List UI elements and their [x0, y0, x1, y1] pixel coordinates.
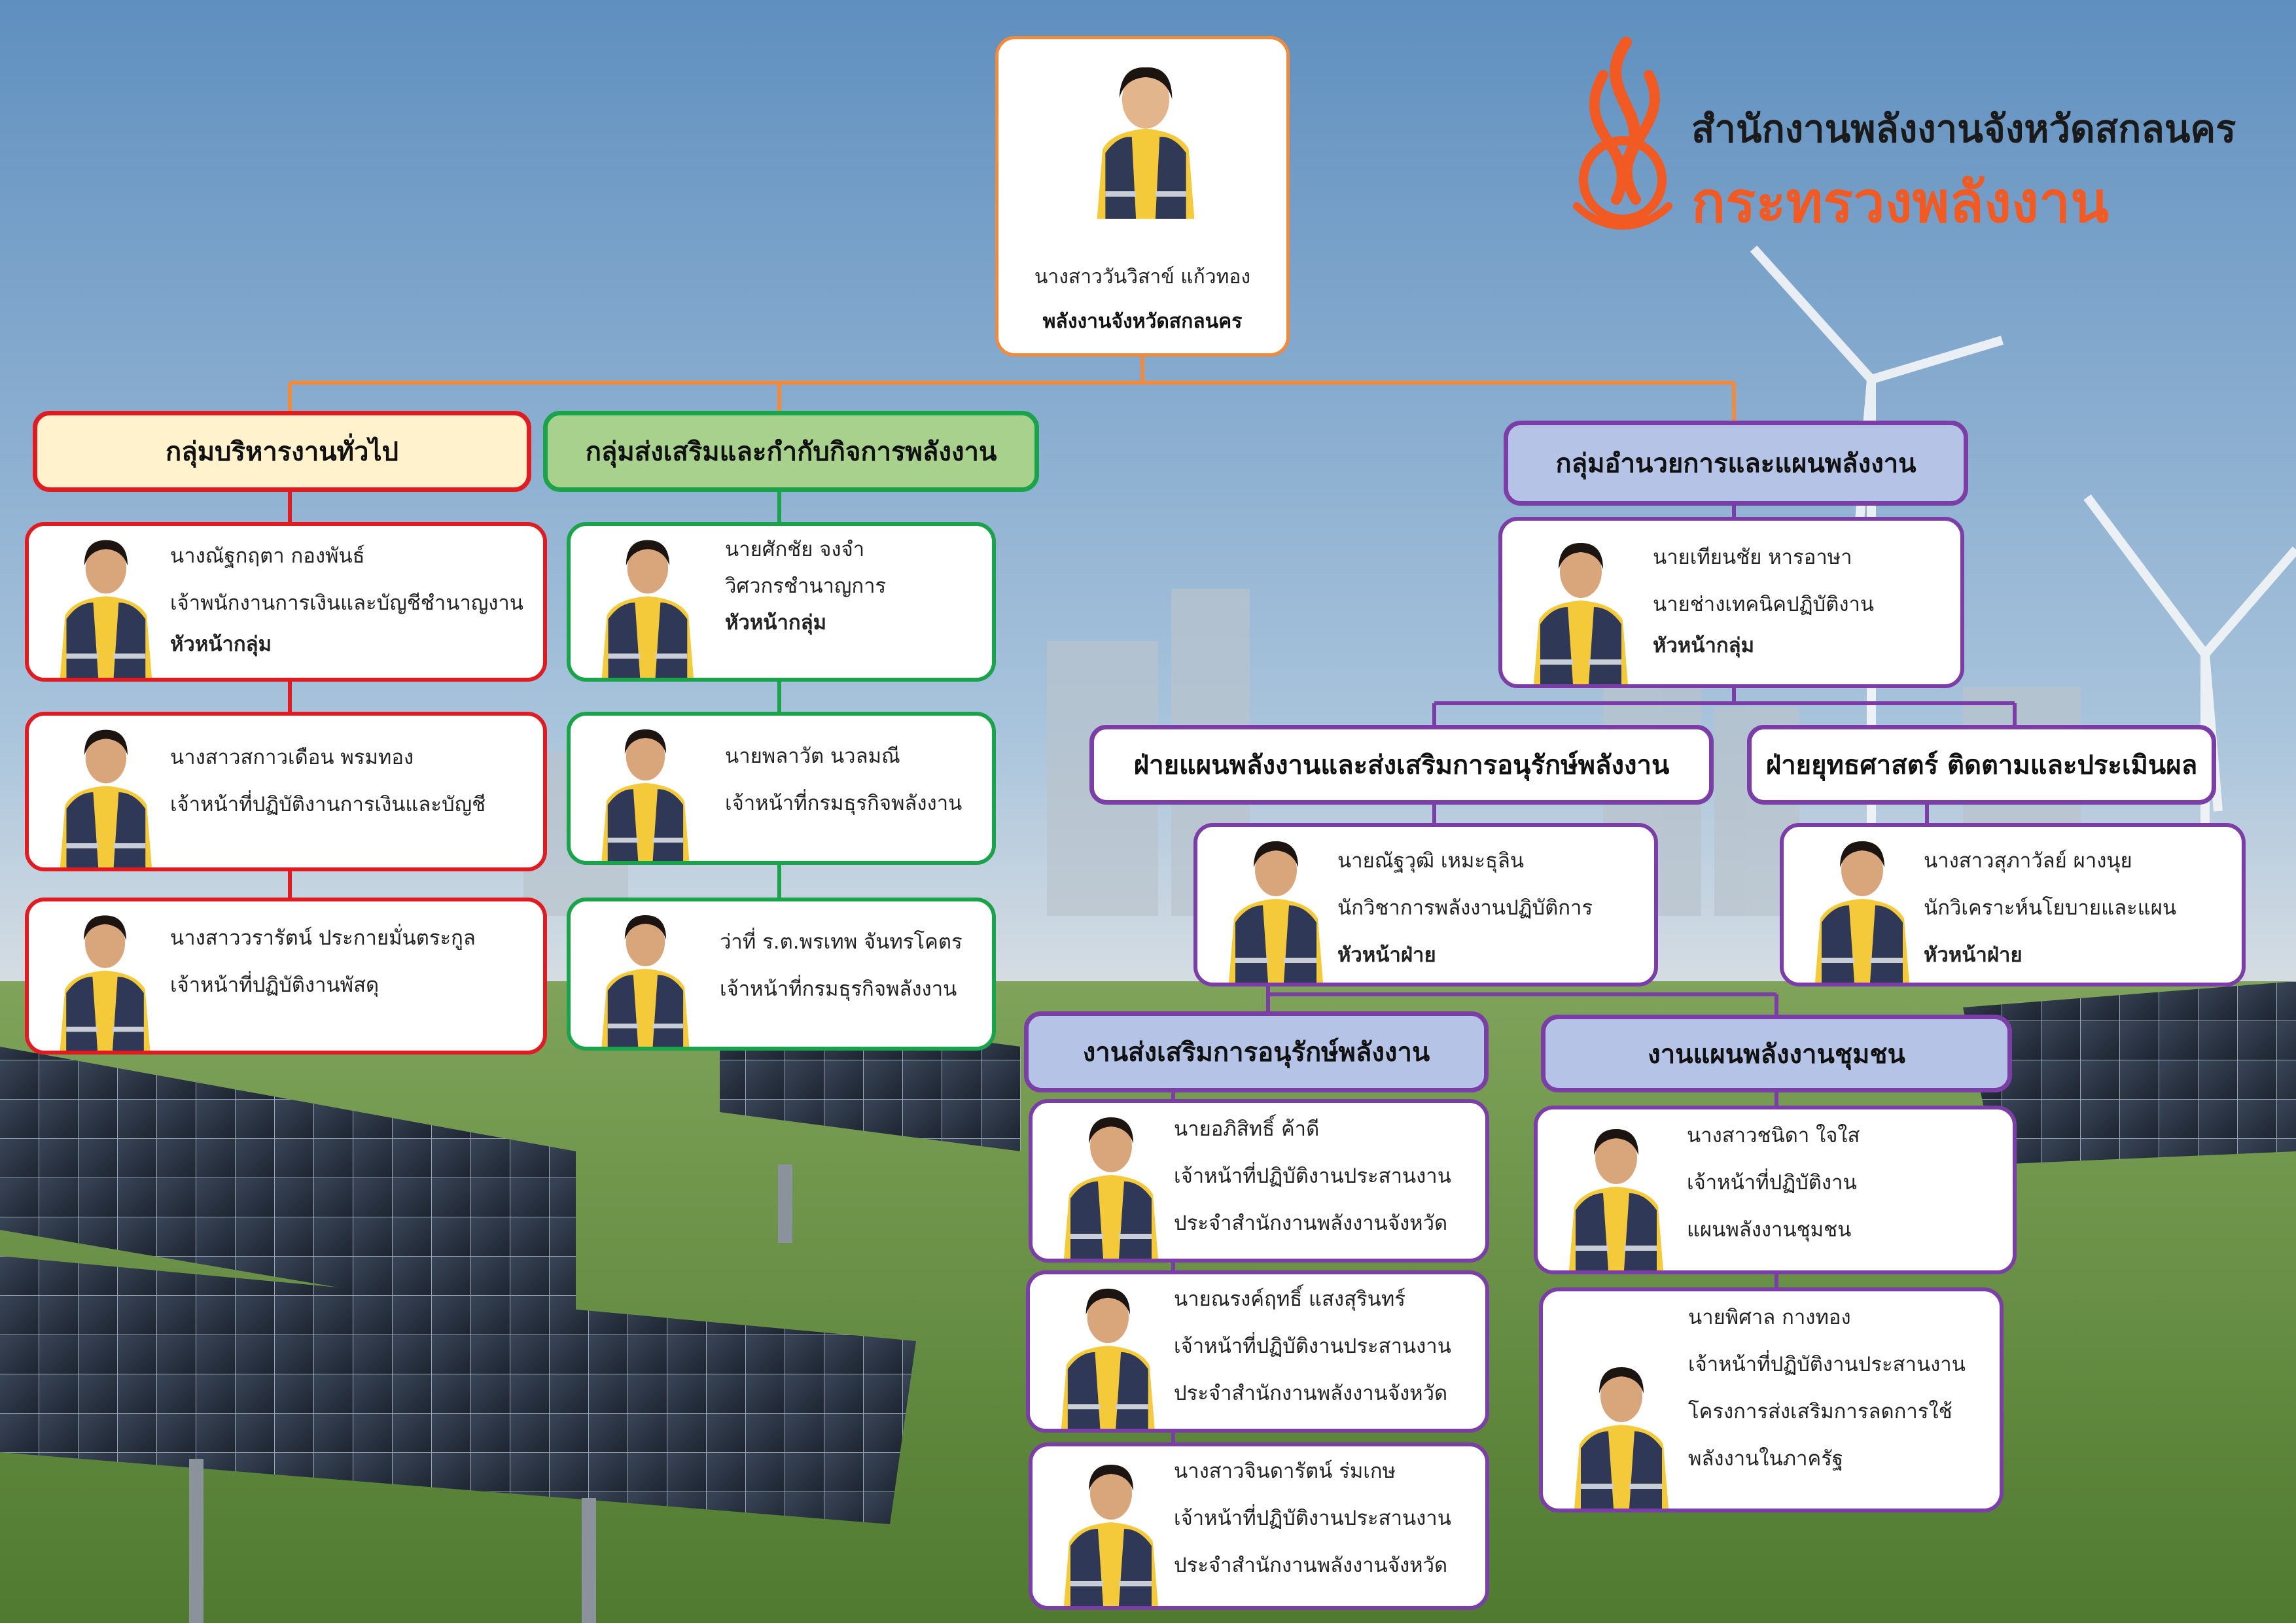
avatar [601, 915, 690, 1047]
person-position: ประจำสำนักงานพลังงานจังหวัด [1174, 1212, 1448, 1235]
group-header-promotion: กลุ่มส่งเสริมและกำกับกิจการพลังงาน [543, 411, 1039, 492]
person-role: หัวหน้ากลุ่ม [170, 633, 272, 656]
avatar [1229, 841, 1323, 983]
person-position: นายช่างเทคนิคปฏิบัติงาน [1653, 593, 1875, 616]
avatar [1064, 1465, 1158, 1606]
person-card: ว่าที่ ร.ต.พรเทพ จันทรโคตร เจ้าหน้าที่กร… [567, 898, 996, 1051]
person-position: ประจำสำนักงานพลังงานจังหวัด [1174, 1554, 1448, 1577]
avatar [60, 540, 152, 678]
person-role: หัวหน้ากลุ่ม [1653, 634, 1755, 657]
person-role: หัวหน้ากลุ่ม [725, 611, 827, 635]
person-card: นายเทียนชัย หารอาษา นายช่างเทคนิคปฏิบัติ… [1498, 517, 1964, 688]
avatar [1574, 1367, 1669, 1509]
person-position: วิศวกรชำนาญการ [725, 574, 887, 598]
person-name: นางสาววรารัตน์ ประกายมั่นตระกูล [170, 926, 476, 950]
avatar [1064, 1117, 1158, 1259]
flame-emblem-icon [1573, 37, 1672, 230]
person-name: นางสาวสุภาวัลย์ ผางนุย [1924, 849, 2132, 873]
person-position: เจ้าหน้าที่ปฏิบัติงาน [1687, 1171, 1857, 1195]
person-position: เจ้าหน้าที่ปฏิบัติงานประสานงาน [1174, 1164, 1451, 1188]
person-name: นายอภิสิทธิ์ ค้าดี [1174, 1117, 1320, 1141]
person-card: นางสาวสุภาวัลย์ ผางนุย นักวิเคราะห์นโยบา… [1780, 823, 2246, 986]
person-name: ว่าที่ ร.ต.พรเทพ จันทรโคตร [720, 930, 963, 954]
person-name: นายณรงค์ฤทธิ์ แสงสุรินทร์ [1174, 1287, 1405, 1311]
person-position: เจ้าหน้าที่ปฏิบัติงานประสานงาน [1688, 1353, 1966, 1376]
person-position: แผนพลังงานชุมชน [1687, 1218, 1852, 1242]
head-name: นางสาววันวิสาข์ แก้วทอง [1034, 266, 1251, 288]
avatar [601, 729, 690, 861]
person-role: หัวหน้าฝ่าย [1337, 943, 1436, 967]
person-position: เจ้าหน้าที่ปฏิบัติงานประสานงาน [1174, 1335, 1451, 1358]
person-card: นายณรงค์ฤทธิ์ แสงสุรินทร์ เจ้าหน้าที่ปฏิ… [1026, 1270, 1489, 1433]
avatar [1569, 1129, 1663, 1270]
person-name: นางสาวจินดารัตน์ ร่มเกษ [1174, 1459, 1396, 1483]
avatar [1097, 67, 1195, 219]
group-header-planning: กลุ่มอำนวยการและแผนพลังงาน [1504, 421, 1968, 506]
person-position: เจ้าหน้าที่ปฏิบัติงานการเงินและบัญชี [170, 793, 486, 816]
person-name: นายศักชัย จงจำ [725, 538, 865, 561]
person-card: นายอภิสิทธิ์ ค้าดี เจ้าหน้าที่ปฏิบัติงาน… [1029, 1099, 1489, 1263]
division-header-strategy: ฝ่ายยุทธศาสตร์ ติดตามและประเมินผล [1747, 725, 2216, 805]
person-position: ประจำสำนักงานพลังงานจังหวัด [1174, 1382, 1448, 1405]
person-name: นายเทียนชัย หารอาษา [1653, 546, 1852, 569]
head-card: นางสาววันวิสาข์ แก้วทอง พลังงานจังหวัดสก… [995, 36, 1290, 357]
person-name: นายพิศาล กางทอง [1688, 1306, 1851, 1329]
person-position: พลังงานในภาครัฐ [1688, 1447, 1843, 1471]
person-card: นางณัฐกฤตา กองพันธ์ เจ้าพนักงานการเงินแล… [25, 522, 547, 682]
avatar [601, 540, 694, 678]
ministry-name: กระทรวงพลังงาน [1691, 170, 2110, 236]
person-position: โครงการส่งเสริมการลดการใช้ [1688, 1400, 1952, 1423]
person-position: เจ้าหน้าที่กรมธุรกิจพลังงาน [725, 792, 963, 815]
head-position: พลังงานจังหวัดสกลนคร [1042, 310, 1243, 333]
person-position: เจ้าหน้าที่กรมธุรกิจพลังงาน [720, 977, 957, 1001]
person-position: นักวิชาการพลังงานปฏิบัติการ [1337, 896, 1593, 920]
office-title: สำนักงานพลังงานจังหวัดสกลนคร [1691, 107, 2236, 151]
group-header-admin: กลุ่มบริหารงานทั่วไป [33, 411, 531, 492]
person-card: นายณัฐวุฒิ เหมะธุลิน นักวิชาการพลังงานปฏ… [1193, 823, 1658, 986]
avatar [1534, 543, 1628, 684]
person-role: หัวหน้าฝ่าย [1924, 943, 2022, 967]
person-position: นักวิเคราะห์นโยบายและแผน [1924, 896, 2177, 920]
person-name: นางณัฐกฤตา กองพันธ์ [170, 544, 365, 568]
person-name: นางสาวชนิดา ใจใส [1687, 1124, 1860, 1147]
person-card: นางสาววรารัตน์ ประกายมั่นตระกูล เจ้าหน้า… [25, 898, 547, 1055]
person-name: นายณัฐวุฒิ เหมะธุลิน [1337, 849, 1525, 873]
person-name: นางสาวสกาวเดือน พรมทอง [170, 746, 414, 769]
person-position: เจ้าหน้าที่ปฏิบัติงานพัสดุ [170, 973, 380, 997]
unit-header-conserve: งานส่งเสริมการอนุรักษ์พลังงาน [1024, 1011, 1489, 1092]
person-card: นางสาวชนิดา ใจใส เจ้าหน้าที่ปฏิบัติงาน แ… [1534, 1106, 2017, 1274]
person-card: นางสาวจินดารัตน์ ร่มเกษ เจ้าหน้าที่ปฏิบั… [1029, 1442, 1489, 1610]
person-card: นายพลาวัต นวลมณี เจ้าหน้าที่กรมธุรกิจพลั… [567, 712, 996, 865]
avatar [60, 915, 150, 1051]
person-card: นายพิศาล กางทอง เจ้าหน้าที่ปฏิบัติงานประ… [1539, 1287, 2004, 1512]
division-header-plan: ฝ่ายแผนพลังงานและส่งเสริมการอนุรักษ์พลัง… [1089, 725, 1714, 805]
avatar [60, 729, 152, 867]
person-position: เจ้าหน้าที่ปฏิบัติงานประสานงาน [1174, 1507, 1451, 1530]
person-position: เจ้าพนักงานการเงินและบัญชีชำนาญงาน [170, 591, 524, 615]
avatar [1815, 841, 1909, 983]
person-card: นายศักชัย จงจำ วิศวกรชำนาญการ หัวหน้ากลุ… [567, 522, 996, 682]
unit-header-community: งานแผนพลังงานชุมชน [1541, 1015, 2012, 1092]
avatar [1061, 1288, 1155, 1429]
person-name: นายพลาวัต นวลมณี [725, 744, 900, 768]
person-card: นางสาวสกาวเดือน พรมทอง เจ้าหน้าที่ปฏิบัต… [25, 712, 547, 871]
